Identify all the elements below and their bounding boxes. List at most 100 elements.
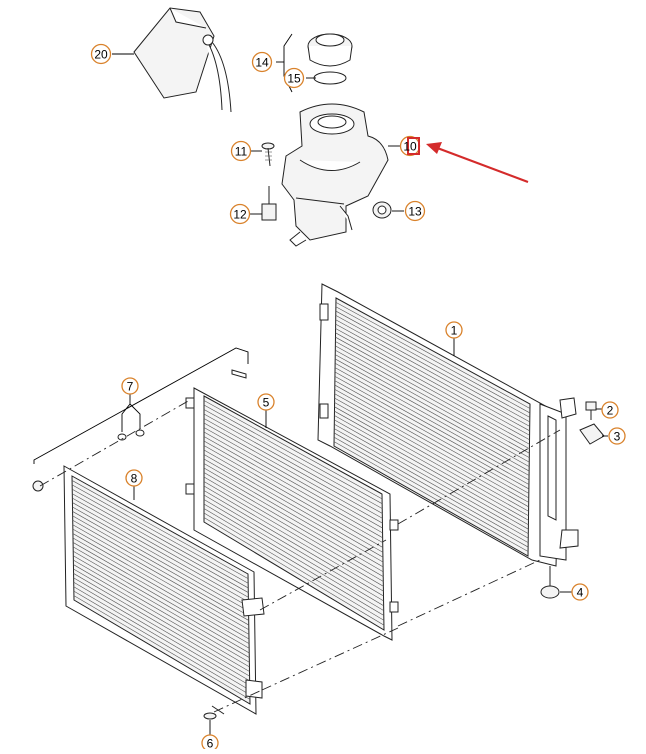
part-15-o-ring: [313, 71, 347, 85]
callout-10: 10: [399, 135, 421, 157]
fin-line: [72, 542, 250, 644]
fin-line: [335, 349, 530, 458]
fin-line: [333, 437, 529, 548]
fin-line: [203, 508, 384, 616]
part-3-bracket: [579, 423, 605, 445]
part-2-bolt: [585, 401, 597, 420]
fin-line: [203, 472, 384, 577]
fin-line: [73, 568, 250, 672]
callout-ring: [230, 140, 252, 162]
part-4-mount: [540, 566, 560, 599]
fin-line: [203, 427, 383, 529]
fin-line: [73, 586, 250, 691]
part-1-radiator: [317, 283, 579, 567]
callout-ring: [257, 393, 275, 411]
part-5-condenser: [185, 387, 399, 641]
fin-line: [334, 389, 529, 499]
fin-line: [72, 533, 250, 635]
callout-ring: [90, 43, 112, 65]
fin-line: [203, 512, 385, 621]
callout-ring: [608, 427, 626, 445]
fin-line: [334, 423, 529, 534]
fin-line: [203, 422, 383, 524]
fin-line: [335, 310, 530, 418]
fin-line: [334, 419, 529, 530]
fin-line: [333, 441, 529, 552]
callout-number: 20: [94, 48, 108, 62]
callout-number: 11: [235, 145, 248, 159]
fin-line: [335, 354, 530, 463]
fin-line: [203, 517, 385, 626]
part-8-condenser: [63, 465, 265, 715]
callout-13: 13: [404, 200, 426, 222]
callout-number: 8: [131, 472, 138, 486]
fin-line: [72, 528, 250, 630]
fin-line: [335, 332, 530, 441]
fin-line: [72, 489, 249, 589]
arrow-head: [426, 142, 442, 154]
fin-line: [203, 490, 384, 597]
fin-line: [72, 524, 249, 626]
arrow-shaft: [431, 144, 529, 184]
fin-line: [73, 564, 250, 668]
callout-number: 10: [403, 140, 417, 154]
callout-number: 4: [577, 586, 584, 600]
callout-ring: [601, 401, 619, 419]
fin-line: [71, 484, 249, 584]
callout-ring: [121, 377, 139, 395]
callout-ring: [404, 200, 426, 222]
fin-line: [73, 559, 250, 663]
fin-line: [72, 537, 250, 640]
fin-line: [203, 440, 383, 543]
fin-line: [335, 323, 530, 432]
fin-line: [72, 511, 249, 612]
fin-line: [334, 363, 530, 472]
fin-line: [335, 306, 531, 414]
fin-line: [334, 397, 529, 508]
fin-line: [334, 410, 529, 521]
fin-line: [334, 367, 530, 476]
fin-line: [203, 404, 383, 504]
callout-20: 20: [90, 43, 112, 65]
callout-ring: [125, 469, 143, 487]
leader-7a: [121, 394, 131, 432]
highlight-box: [407, 137, 420, 155]
fin-line: [73, 582, 250, 686]
fin-line: [203, 499, 384, 606]
fin-line: [203, 418, 383, 519]
callout-ring: [571, 583, 589, 601]
callout-15: 15: [283, 67, 305, 89]
fin-line: [72, 515, 249, 617]
fin-line: [72, 497, 249, 598]
fin-line: [203, 463, 384, 568]
fin-line: [203, 413, 383, 514]
callout-number: 14: [255, 56, 269, 70]
fin-line: [203, 485, 384, 592]
part-20-reservoir: [133, 7, 232, 113]
callout-number: 7: [127, 380, 134, 394]
callout-8: 8: [125, 469, 143, 487]
fin-line: [334, 380, 530, 490]
fin-line: [334, 402, 529, 512]
fin-line: [334, 428, 529, 539]
fin-line: [72, 520, 249, 621]
fin-line: [203, 445, 383, 548]
callout-14: 14: [251, 51, 273, 73]
callout-ring: [445, 321, 463, 339]
callout-6: 6: [201, 734, 219, 752]
callout-4: 4: [571, 583, 589, 601]
fin-line: [73, 573, 250, 677]
fin-line: [334, 371, 530, 481]
callout-3: 3: [608, 427, 626, 445]
fin-line: [335, 328, 530, 436]
fin-line: [73, 595, 251, 700]
callout-number: 1: [451, 324, 458, 338]
fin-line: [203, 409, 383, 509]
fin-line: [334, 432, 529, 543]
fin-line: [73, 551, 250, 654]
fin-line: [334, 406, 529, 517]
fin-line: [203, 476, 384, 582]
